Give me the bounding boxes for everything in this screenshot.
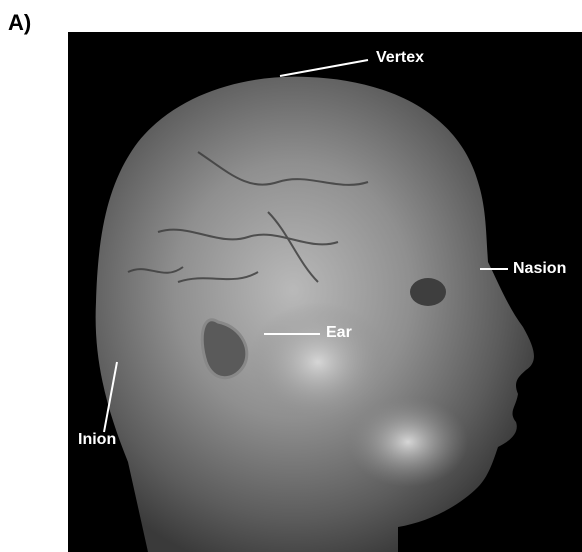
head-render-svg [68,32,582,552]
eye-socket [410,278,446,306]
cheek-highlight [248,302,388,422]
inion-label: Inion [78,431,116,449]
head-render-image: Vertex Nasion Ear Inion [68,32,582,552]
panel-label: A) [8,10,31,36]
jaw-highlight [348,397,468,487]
vertex-label: Vertex [376,49,424,67]
ear-label: Ear [326,324,352,342]
nasion-label: Nasion [513,260,566,278]
vertex-leader [280,60,368,76]
